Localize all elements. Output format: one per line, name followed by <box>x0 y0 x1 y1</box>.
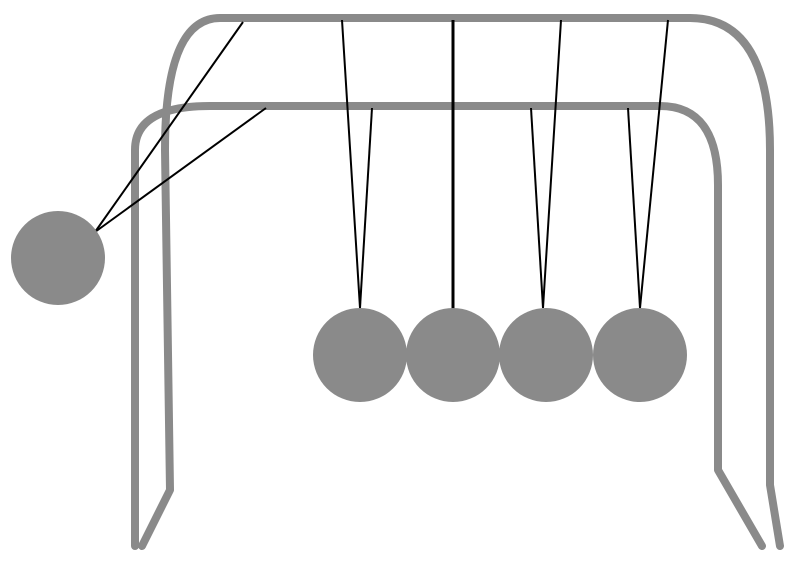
ball-5 <box>593 308 687 402</box>
string-ball-5-back <box>639 19 669 309</box>
ball-3 <box>406 308 500 402</box>
string-ball-2-front <box>359 107 373 309</box>
ball-raised <box>11 211 105 305</box>
string-ball-4-back <box>542 19 562 309</box>
frame-back <box>138 14 784 550</box>
balls <box>11 211 687 402</box>
string-ball-1-back <box>94 21 244 233</box>
ball-2 <box>313 308 407 402</box>
ball-4 <box>499 308 593 402</box>
string-ball-2-back <box>341 19 361 309</box>
string-ball-4-front <box>530 107 544 309</box>
string-ball-1-front <box>94 107 267 233</box>
string-ball-5-front <box>627 107 641 309</box>
strings <box>94 19 669 312</box>
